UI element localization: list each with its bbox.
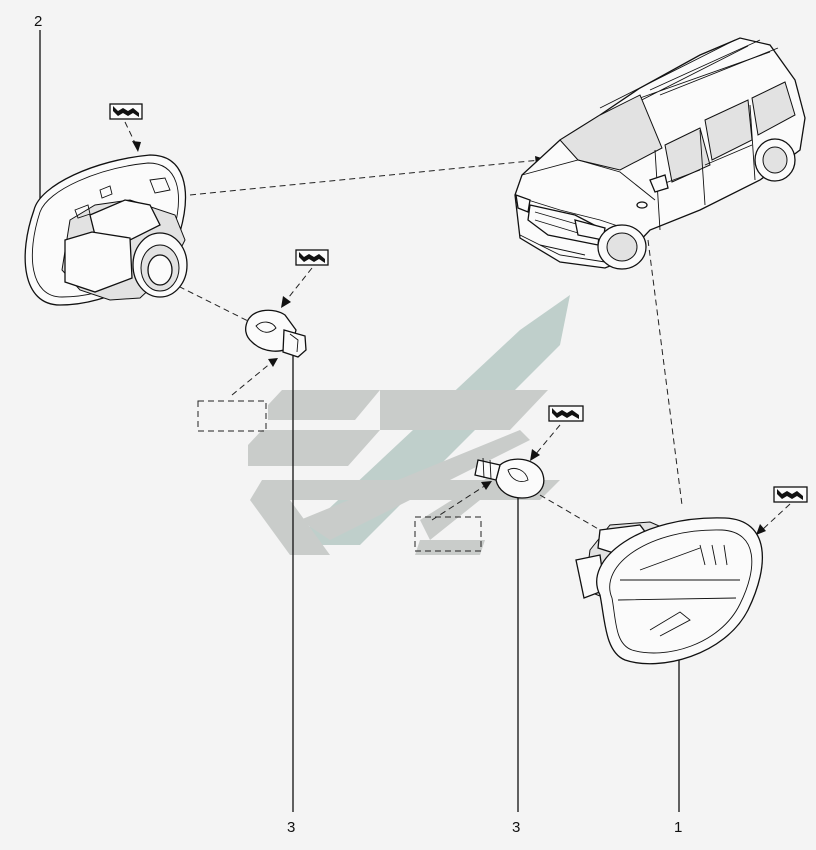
torque-symbol-icon (109, 103, 143, 120)
callout-part-3-left: 3 (287, 819, 296, 836)
callout-part-1: 1 (674, 819, 683, 836)
side-repeater-lamp-part-2 (24, 154, 188, 306)
watermark-logo (248, 295, 570, 555)
wedge-bulb-part-3-left (245, 309, 307, 358)
torque-symbol-icon (295, 249, 329, 266)
placeholder-box-left (197, 400, 267, 432)
leader-lines (39, 30, 680, 812)
wedge-bulb-part-3-right (474, 457, 545, 499)
callout-part-3-right: 3 (512, 819, 521, 836)
side-repeater-lamp-part-1 (575, 517, 764, 665)
callout-part-2: 2 (34, 13, 43, 30)
placeholder-box-right (414, 516, 482, 552)
vehicle-illustration (514, 37, 806, 270)
assembly-dashed-lines (124, 121, 791, 535)
torque-symbol-icon (773, 486, 808, 503)
torque-symbol-icon (548, 405, 584, 422)
